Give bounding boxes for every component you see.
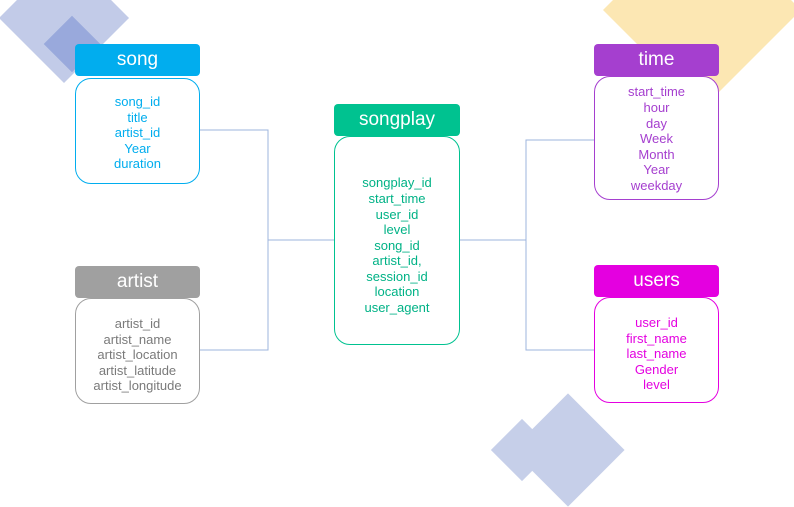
time-table-fields: start_time hour day Week Month Year week…	[594, 76, 719, 200]
field: title	[127, 109, 148, 125]
field: artist_name	[103, 331, 172, 347]
field: song_id	[114, 94, 161, 110]
field: Year	[643, 162, 670, 178]
artist-table-title: artist	[116, 271, 159, 292]
connector-artist	[200, 240, 269, 351]
time-table-title: time	[638, 49, 675, 70]
songplay-table-fields: songplay_id start_time user_id level son…	[334, 136, 460, 345]
song-table-header: song	[75, 44, 200, 76]
field: level	[383, 222, 411, 238]
field: artist_id	[114, 316, 161, 332]
field: day	[646, 115, 667, 131]
field: hour	[643, 100, 670, 116]
field: user_agent	[364, 300, 430, 316]
time-table-header: time	[594, 44, 719, 76]
field: songplay_id	[362, 175, 432, 191]
field: artist_id,	[372, 253, 422, 269]
field: start_time	[627, 84, 686, 100]
field: user_id	[635, 315, 678, 331]
field: last_name	[626, 346, 687, 362]
field: start_time	[368, 190, 426, 206]
connector-song	[200, 129, 334, 241]
field: artist_latitude	[98, 362, 177, 378]
field: Week	[640, 131, 673, 147]
field: artist_id	[114, 125, 161, 141]
field: first_name	[626, 330, 687, 346]
field: location	[374, 284, 420, 300]
field: artist_longitude	[93, 378, 182, 394]
users-table-title: users	[633, 270, 680, 291]
users-table-header: users	[594, 265, 719, 297]
users-table-fields: user_id first_name last_name Gender leve…	[594, 297, 719, 403]
connector-users	[525, 240, 594, 351]
song-table-fields: song_id title artist_id Year duration	[75, 78, 200, 184]
songplay-table-title: songplay	[358, 109, 436, 130]
artist-table-fields: artist_id artist_name artist_location ar…	[75, 298, 200, 404]
song-table-title: song	[116, 49, 159, 70]
field: duration	[114, 156, 161, 172]
field: artist_location	[97, 347, 178, 363]
field: Year	[124, 140, 151, 156]
connector-time	[460, 139, 594, 241]
connector-lines	[200, 129, 594, 351]
artist-table-header: artist	[75, 266, 200, 298]
songplay-table-header: songplay	[334, 104, 460, 136]
field: session_id	[366, 268, 428, 284]
field: Gender	[634, 361, 679, 377]
field: level	[643, 377, 670, 393]
field: user_id	[375, 206, 419, 222]
field: song_id	[374, 237, 420, 253]
field: Month	[638, 146, 675, 162]
field: weekday	[630, 177, 683, 193]
